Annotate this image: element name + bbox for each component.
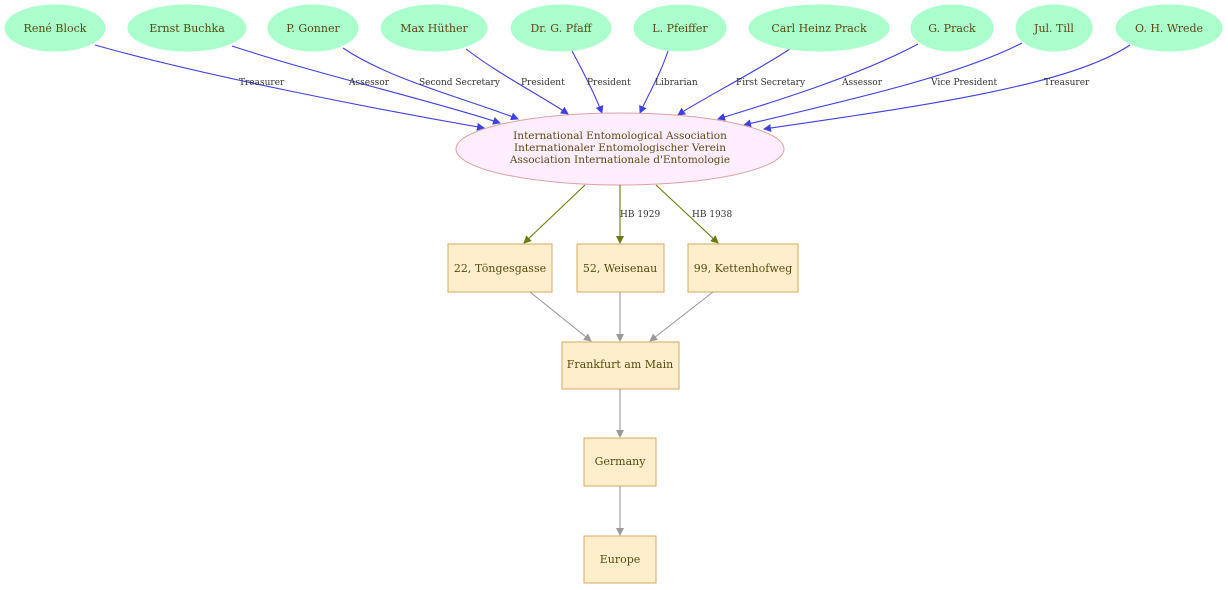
place-edges — [529, 291, 714, 536]
address-label: 52, Weisenau — [583, 262, 657, 275]
person-name: O. H. Wrede — [1135, 22, 1203, 35]
member-edge — [94, 44, 485, 131]
place-nodes: Frankfurt am Main Germany Europe — [561, 341, 680, 584]
person-node[interactable]: G. Prack — [910, 4, 994, 52]
person-name: Dr. G. Pfaff — [530, 22, 592, 35]
person-name: Carl Heinz Prack — [771, 22, 867, 35]
person-name: Jul. Till — [1033, 22, 1074, 35]
person-node[interactable]: O. H. Wrede — [1115, 4, 1223, 52]
place-node[interactable]: Europe — [583, 535, 657, 584]
org-name-en: International Entomological Association — [513, 130, 727, 142]
role-label: Assessor — [348, 78, 390, 88]
address-edges: HB 1929 HB 1938 — [523, 184, 733, 244]
address-nodes: 22, Töngesgasse 52, Weisenau 99, Kettenh… — [447, 243, 799, 293]
person-name: L. Pfeiffer — [652, 22, 708, 35]
person-nodes: René Block Ernst Buchka P. Gonner Max Hü… — [4, 4, 1223, 52]
person-name: P. Gonner — [286, 22, 340, 35]
role-label: Treasurer — [239, 78, 285, 88]
person-node[interactable]: Dr. G. Pfaff — [510, 4, 612, 52]
member-edge — [639, 50, 669, 114]
member-edge — [717, 43, 919, 121]
organization-node[interactable]: International Entomological Association … — [455, 112, 785, 186]
org-name-de: Internationaler Entomologischer Verein — [514, 142, 726, 154]
person-node[interactable]: Ernst Buchka — [127, 4, 247, 52]
address-node[interactable]: 22, Töngesgasse — [447, 243, 553, 293]
address-edge-label: HB 1938 — [692, 210, 733, 220]
address-node[interactable]: 99, Kettenhofweg — [687, 243, 799, 293]
person-node[interactable]: Jul. Till — [1015, 4, 1093, 52]
address-edge-label: HB 1929 — [620, 210, 661, 220]
person-node[interactable]: Carl Heinz Prack — [748, 4, 890, 52]
person-node[interactable]: René Block — [4, 4, 106, 52]
org-name-fr: Association Internationale d'Entomologie — [509, 154, 730, 166]
member-edge — [743, 42, 1023, 128]
role-label: Second Secretary — [419, 78, 501, 88]
member-edge — [677, 48, 791, 116]
person-node[interactable]: P. Gonner — [267, 4, 359, 52]
member-edge — [465, 48, 569, 115]
role-label: Assessor — [841, 78, 883, 88]
place-label: Frankfurt am Main — [567, 358, 673, 371]
role-label: Vice President — [930, 78, 998, 88]
member-edges — [94, 42, 1131, 132]
place-label: Europe — [600, 553, 641, 566]
person-name: Ernst Buchka — [149, 22, 225, 35]
person-name: Max Hüther — [400, 22, 468, 35]
place-node[interactable]: Germany — [583, 437, 657, 487]
address-node[interactable]: 52, Weisenau — [576, 243, 665, 293]
person-node[interactable]: Max Hüther — [380, 4, 488, 52]
role-label: President — [587, 78, 631, 88]
member-edge — [342, 47, 519, 121]
role-label: President — [521, 78, 565, 88]
member-edge — [571, 50, 604, 114]
role-label: Librarian — [655, 78, 698, 88]
address-edge — [655, 184, 719, 244]
place-edge — [529, 291, 592, 342]
place-node[interactable]: Frankfurt am Main — [561, 341, 680, 390]
address-label: 99, Kettenhofweg — [694, 262, 793, 275]
person-node[interactable]: L. Pfeiffer — [633, 4, 727, 52]
person-name: G. Prack — [928, 22, 976, 35]
place-label: Germany — [595, 455, 647, 468]
address-edge — [523, 184, 586, 244]
role-label: Treasurer — [1044, 78, 1090, 88]
person-name: René Block — [24, 22, 87, 35]
member-edge — [231, 45, 501, 125]
member-edge — [763, 44, 1131, 132]
place-edge — [649, 291, 714, 342]
role-labels: Treasurer Assessor Second Secretary Pres… — [239, 78, 1090, 88]
role-label: First Secretary — [736, 78, 806, 88]
address-label: 22, Töngesgasse — [454, 262, 546, 275]
